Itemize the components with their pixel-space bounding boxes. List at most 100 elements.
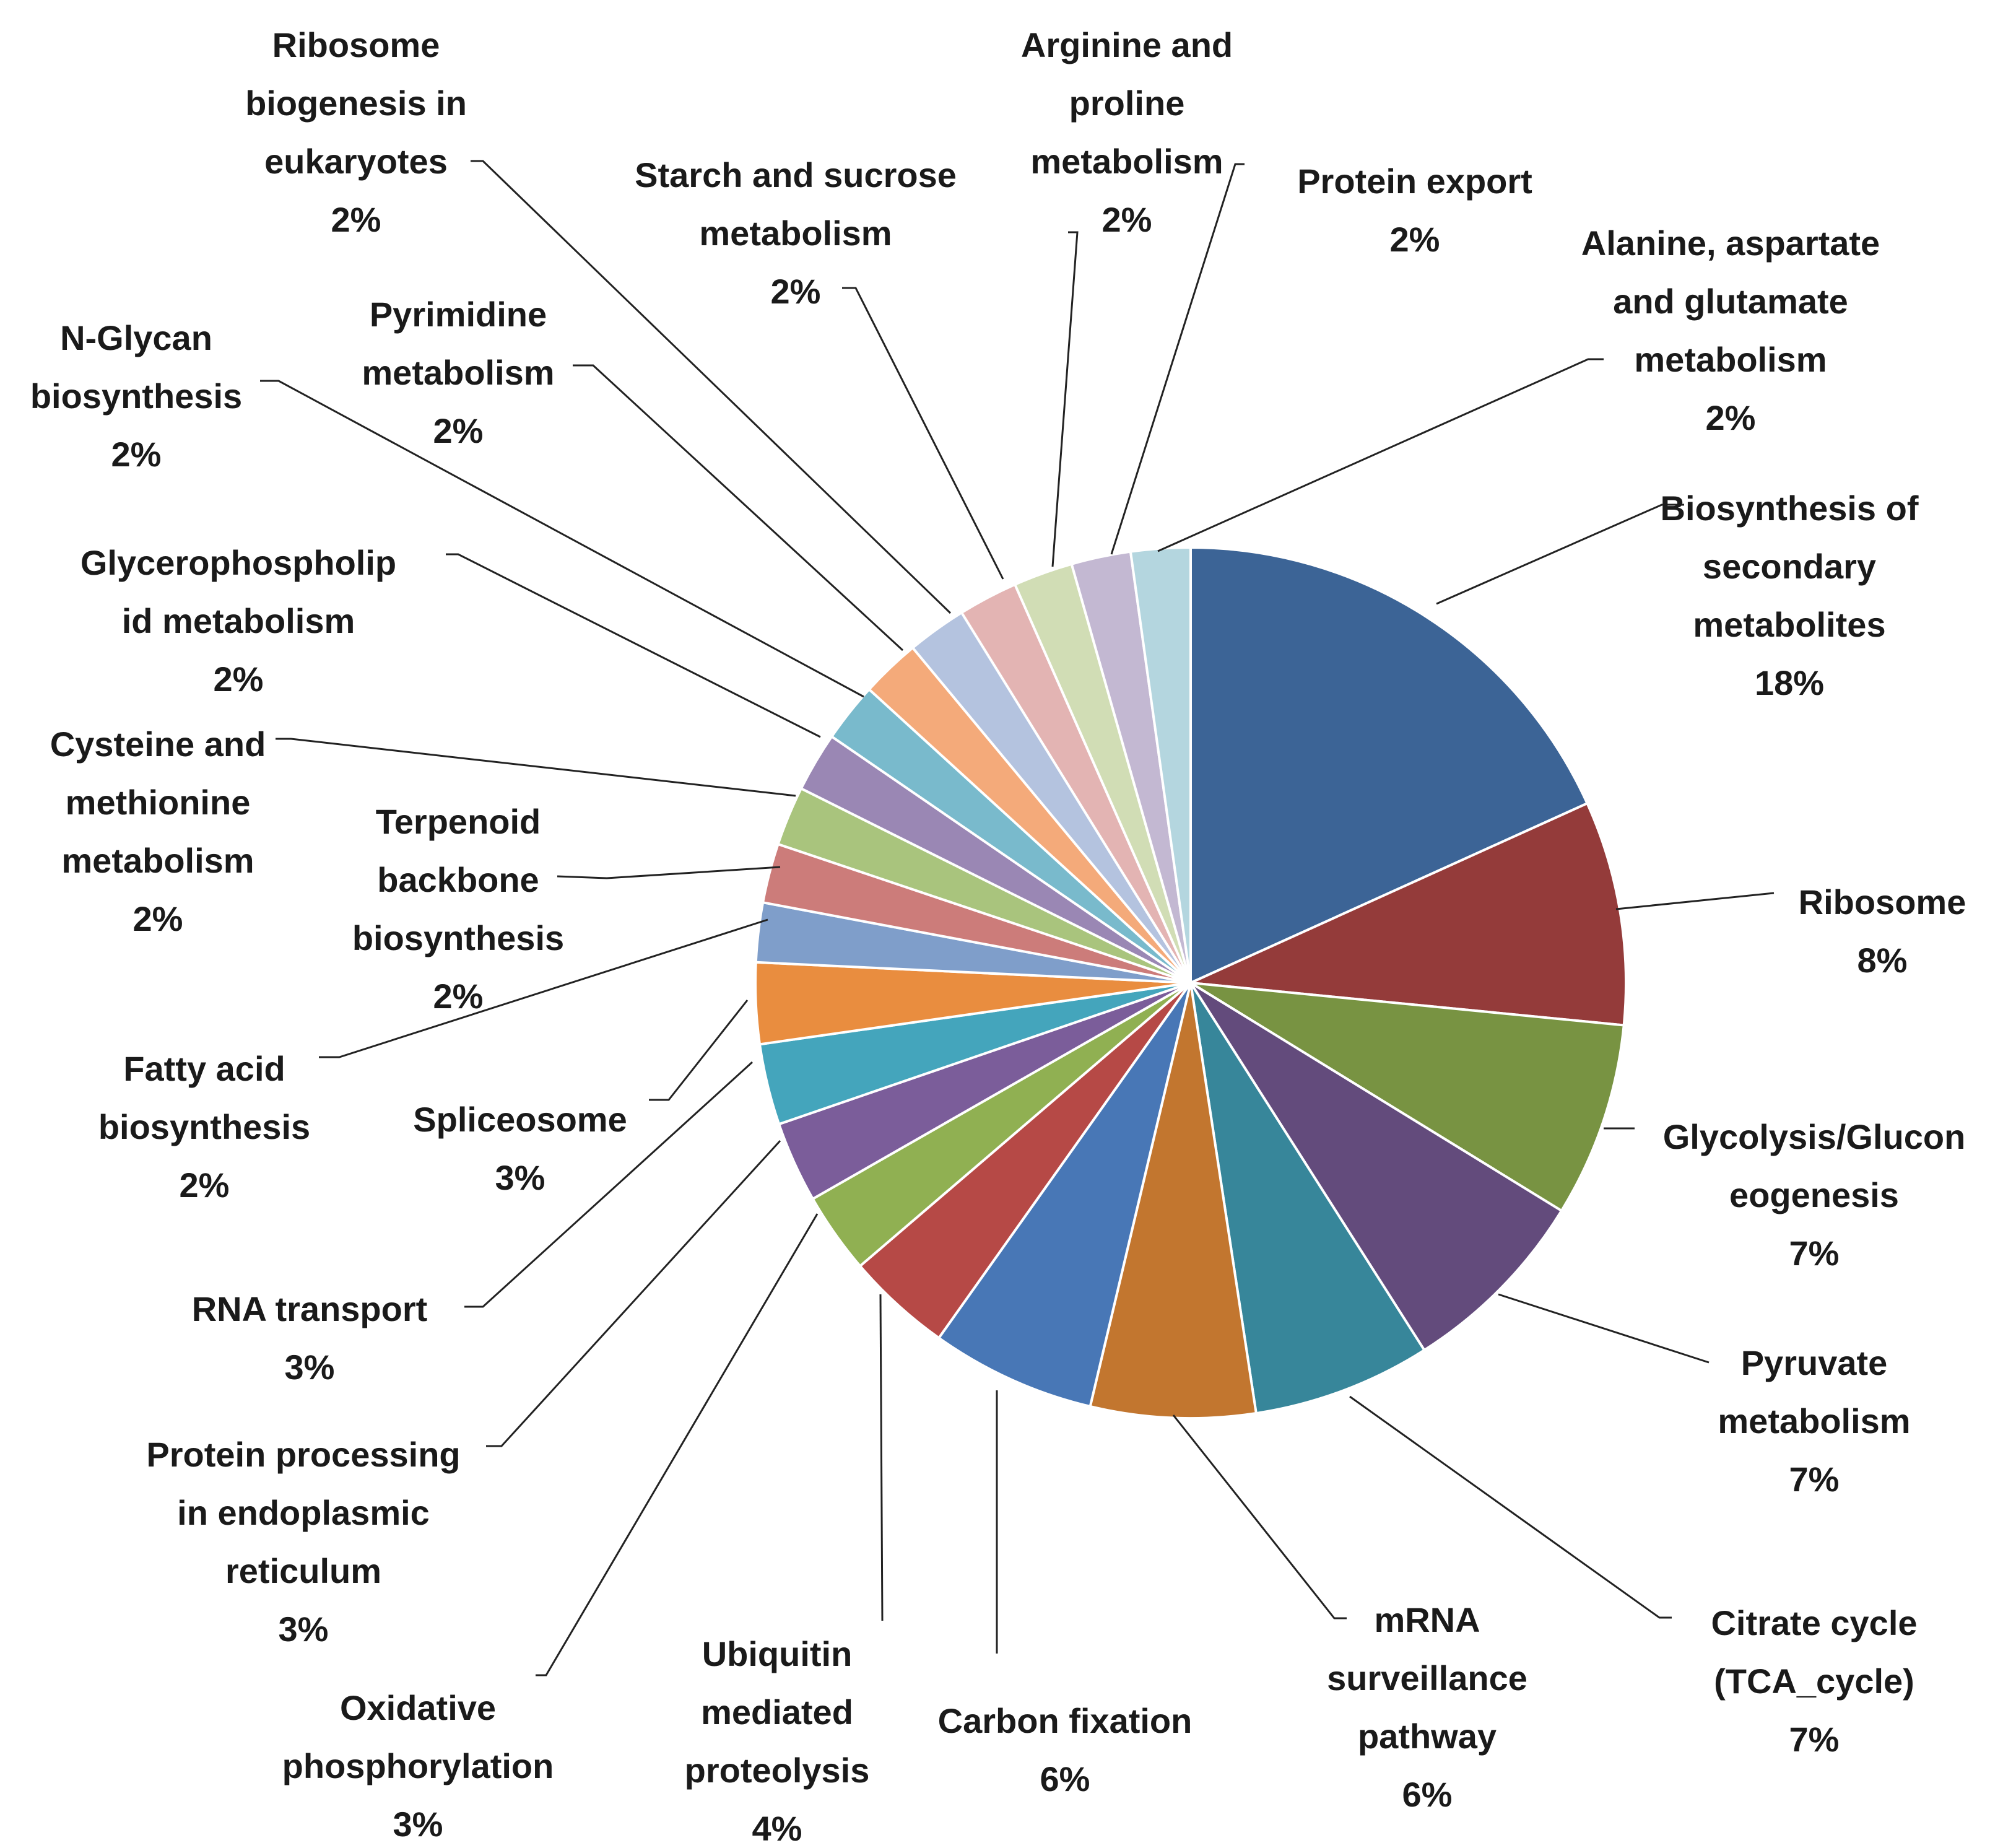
slice-label-8-line-3: proteolysis xyxy=(685,1751,870,1790)
leader-line-19 xyxy=(471,160,952,614)
slice-label-20-line-2: metabolism xyxy=(699,214,892,253)
slice-label-1: Biosynthesis of secondary metabolites 18% xyxy=(1661,489,1919,702)
leader-line-1 xyxy=(1436,503,1684,605)
leader-line-20 xyxy=(842,287,1004,580)
slice-label-12: Spliceosome 3% xyxy=(413,1100,627,1197)
slice-label-9-line-1: Oxidative xyxy=(340,1688,496,1727)
slice-label-21-line-2: proline xyxy=(1069,84,1185,123)
slice-label-20-line-1: Starch and sucrose xyxy=(635,155,957,194)
slice-label-4-line-2: metabolism xyxy=(1718,1401,1910,1440)
leader-line-9 xyxy=(536,1213,819,1676)
slice-label-9-line-2: phosphorylation xyxy=(282,1746,554,1785)
slice-label-5-line-2: (TCA_cycle) xyxy=(1714,1662,1914,1701)
slice-label-16-line-3: 2% xyxy=(214,660,264,699)
slices-layer xyxy=(754,546,1628,1419)
slice-label-5-line-3: 7% xyxy=(1789,1720,1840,1759)
leader-line-18 xyxy=(573,364,904,652)
pie-slice-7 xyxy=(937,982,1192,1408)
pie-slice-1 xyxy=(1189,546,1589,985)
slice-label-12-line-2: 3% xyxy=(495,1158,545,1197)
slice-label-9: Oxidative phosphorylation 3% xyxy=(282,1688,554,1844)
slice-label-6-line-2: surveillance xyxy=(1327,1658,1527,1698)
leader-line-14 xyxy=(557,866,781,879)
slice-label-22-line-2: 2% xyxy=(1390,220,1440,259)
slice-label-7-line-1: Carbon fixation xyxy=(938,1701,1193,1740)
leader-line-13 xyxy=(319,918,768,1058)
slice-label-7-line-2: 6% xyxy=(1040,1759,1090,1798)
pie-slice-6 xyxy=(1088,982,1258,1419)
slice-label-21-line-4: 2% xyxy=(1102,200,1152,239)
slice-label-3-line-1: Glycolysis/Glucon xyxy=(1663,1117,1966,1156)
slice-label-16-line-2: id metabolism xyxy=(122,601,355,640)
leader-line-5 xyxy=(1349,1395,1672,1619)
slice-label-5-line-1: Citrate cycle xyxy=(1711,1603,1917,1642)
slice-label-23-line-1: Alanine, aspartate xyxy=(1581,224,1880,263)
slice-label-13-line-1: Fatty acid xyxy=(123,1049,285,1088)
slice-label-17-line-1: N-Glycan xyxy=(60,318,212,357)
labels-layer: Biosynthesis of secondary metabolites 18% Ri… xyxy=(30,25,1966,1848)
slice-label-10-line-3: reticulum xyxy=(225,1551,381,1590)
leader-line-2 xyxy=(1615,892,1775,910)
leader-line-10 xyxy=(486,1140,781,1447)
slice-label-11-line-1: RNA transport xyxy=(192,1289,428,1328)
slice-label-1-line-1: Biosynthesis of xyxy=(1661,489,1919,528)
slice-label-1-line-3: metabolites xyxy=(1693,605,1885,644)
pie-slice-3 xyxy=(1189,982,1625,1213)
leader-line-8 xyxy=(879,1294,884,1621)
slice-label-17-line-3: 2% xyxy=(111,435,162,474)
slice-label-22: Protein export 2% xyxy=(1297,162,1532,259)
slice-label-17-line-2: biosynthesis xyxy=(30,377,242,416)
slice-label-6-line-3: pathway xyxy=(1358,1717,1497,1756)
slice-label-19-line-1: Ribosome xyxy=(272,25,440,64)
leader-line-11 xyxy=(464,1061,754,1308)
slice-label-1-line-2: secondary xyxy=(1703,547,1876,586)
slice-label-3-line-2: eogenesis xyxy=(1729,1175,1899,1214)
leader-line-15 xyxy=(276,738,796,797)
slice-label-1-line-4: 18% xyxy=(1755,663,1824,702)
slice-label-13-line-3: 2% xyxy=(180,1166,230,1205)
slice-label-9-line-3: 3% xyxy=(393,1805,443,1844)
pie-slice-5 xyxy=(1189,982,1427,1415)
slice-label-6-line-1: mRNA xyxy=(1374,1600,1480,1639)
slice-label-2-line-1: Ribosome xyxy=(1799,883,1966,922)
leader-line-21 xyxy=(1051,231,1079,567)
slice-label-12-line-1: Spliceosome xyxy=(413,1100,627,1139)
slice-label-15-line-3: metabolism xyxy=(61,841,254,880)
slice-label-2: Ribosome 8% xyxy=(1799,883,1966,980)
slice-label-5: Citrate cycle (TCA_cycle) 7% xyxy=(1711,1603,1917,1759)
slice-label-4-line-1: Pyruvate xyxy=(1741,1343,1888,1382)
slice-label-2-line-2: 8% xyxy=(1857,941,1908,980)
leader-line-16 xyxy=(446,553,821,738)
slice-label-18-line-1: Pyrimidine xyxy=(370,295,547,334)
slice-label-13-line-2: biosynthesis xyxy=(98,1107,310,1146)
slice-label-22-line-1: Protein export xyxy=(1297,162,1532,201)
slice-label-19-line-2: biogenesis in xyxy=(245,84,467,123)
slice-label-11: RNA transport 3% xyxy=(192,1289,428,1387)
slice-label-10-line-4: 3% xyxy=(279,1610,329,1649)
slice-label-23-line-4: 2% xyxy=(1706,398,1756,437)
slice-label-20: Starch and sucrose metabolism 2% xyxy=(635,155,957,311)
slice-label-13: Fatty acid biosynthesis 2% xyxy=(98,1049,310,1205)
leader-line-12 xyxy=(649,1000,749,1101)
slice-label-18-line-3: 2% xyxy=(433,411,484,450)
slice-label-15-line-2: methionine xyxy=(66,783,251,822)
slice-label-20-line-3: 2% xyxy=(771,272,821,311)
leader-line-23 xyxy=(1157,358,1604,552)
leader-line-22 xyxy=(1110,163,1245,555)
slice-label-8-line-1: Ubiquitin xyxy=(702,1634,853,1673)
leader-line-6 xyxy=(1172,1414,1347,1619)
slice-label-11-line-2: 3% xyxy=(285,1348,335,1387)
pie-slice-23 xyxy=(1129,546,1192,983)
slice-label-15-line-1: Cysteine and xyxy=(50,725,266,764)
